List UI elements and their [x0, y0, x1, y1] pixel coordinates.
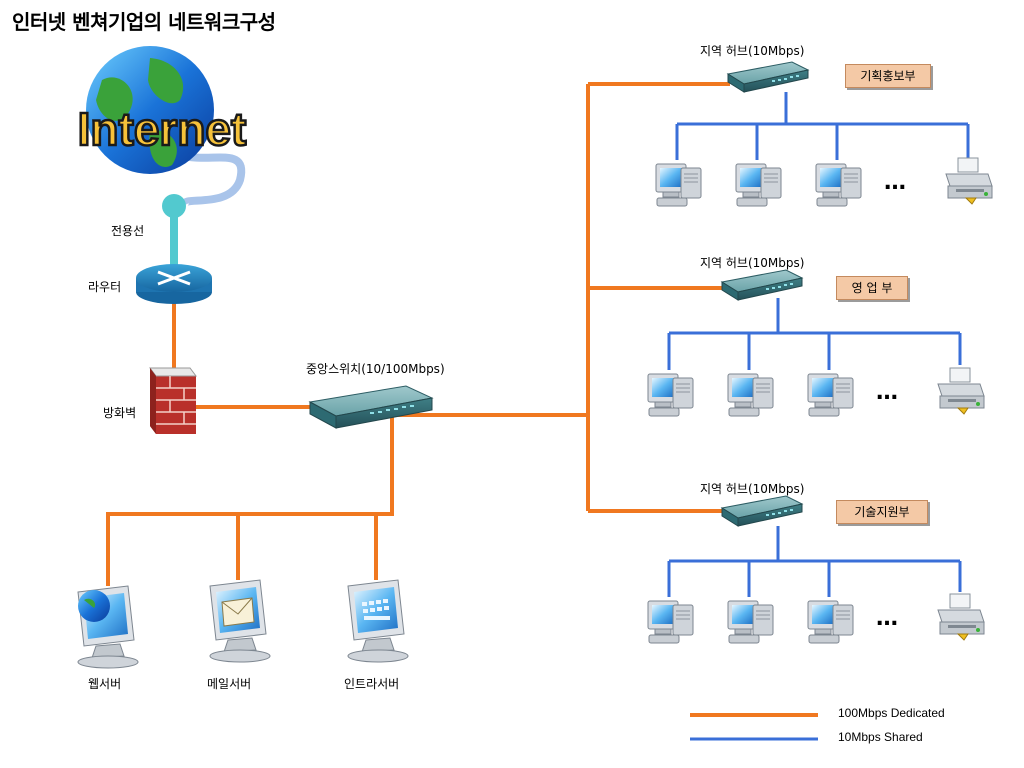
hub-icon-2 [721, 269, 803, 301]
core-switch-label: 중앙스위치(10/100Mbps) [306, 362, 445, 376]
intranet-server-icon [347, 579, 409, 663]
pc-icon [647, 600, 694, 644]
pc-icon [727, 373, 774, 417]
internet-globe-icon: Internet [76, 46, 248, 207]
intranet-server-label: 인트라서버 [344, 677, 400, 691]
pc-icon [815, 163, 862, 207]
router-label: 라우터 [88, 280, 122, 294]
dept-box-planning: 기획홍보부 [845, 64, 931, 88]
hub-label-1: 지역 허브(10Mbps) [700, 44, 805, 58]
pc-icon [807, 600, 854, 644]
core-switch-icon [308, 385, 434, 429]
dept-box-tech-support: 기술지원부 [836, 500, 928, 524]
pc-icon [735, 163, 782, 207]
hub-icon-1 [727, 61, 809, 93]
legend-label-shared: 10Mbps Shared [838, 730, 923, 744]
more-devices-ellipsis: … [876, 606, 898, 631]
leased-line-connector [162, 194, 186, 267]
link-switch-servers [106, 415, 394, 586]
printer-icon [945, 157, 993, 205]
more-devices-ellipsis: … [876, 380, 898, 405]
page-title: 인터넷 벤쳐기업의 네트워크구성 [12, 10, 276, 34]
printer-icon [937, 367, 985, 415]
hub-label-3: 지역 허브(10Mbps) [700, 482, 805, 496]
firewall-icon [149, 367, 197, 434]
shared-links [667, 92, 970, 597]
mail-server-icon [209, 579, 271, 663]
dedicated-links [106, 82, 730, 586]
hub-icon-3 [721, 495, 803, 527]
router-icon [136, 264, 212, 304]
web-server-icon [77, 585, 139, 669]
more-devices-ellipsis: … [884, 170, 906, 195]
printer-icon [937, 593, 985, 641]
leased-line-label: 전용선 [111, 224, 145, 238]
hub-label-2: 지역 허브(10Mbps) [700, 256, 805, 270]
legend-label-dedicated: 100Mbps Dedicated [838, 706, 945, 720]
pc-icon [807, 373, 854, 417]
dept-box-sales: 영 업 부 [836, 276, 908, 300]
web-server-label: 웹서버 [88, 677, 122, 691]
pc-icon [727, 600, 774, 644]
pc-icon [647, 373, 694, 417]
internet-logo-text: Internet [78, 103, 247, 155]
mail-server-label: 메일서버 [207, 677, 252, 691]
firewall-label: 방화벽 [103, 406, 137, 420]
pc-icon [655, 163, 702, 207]
